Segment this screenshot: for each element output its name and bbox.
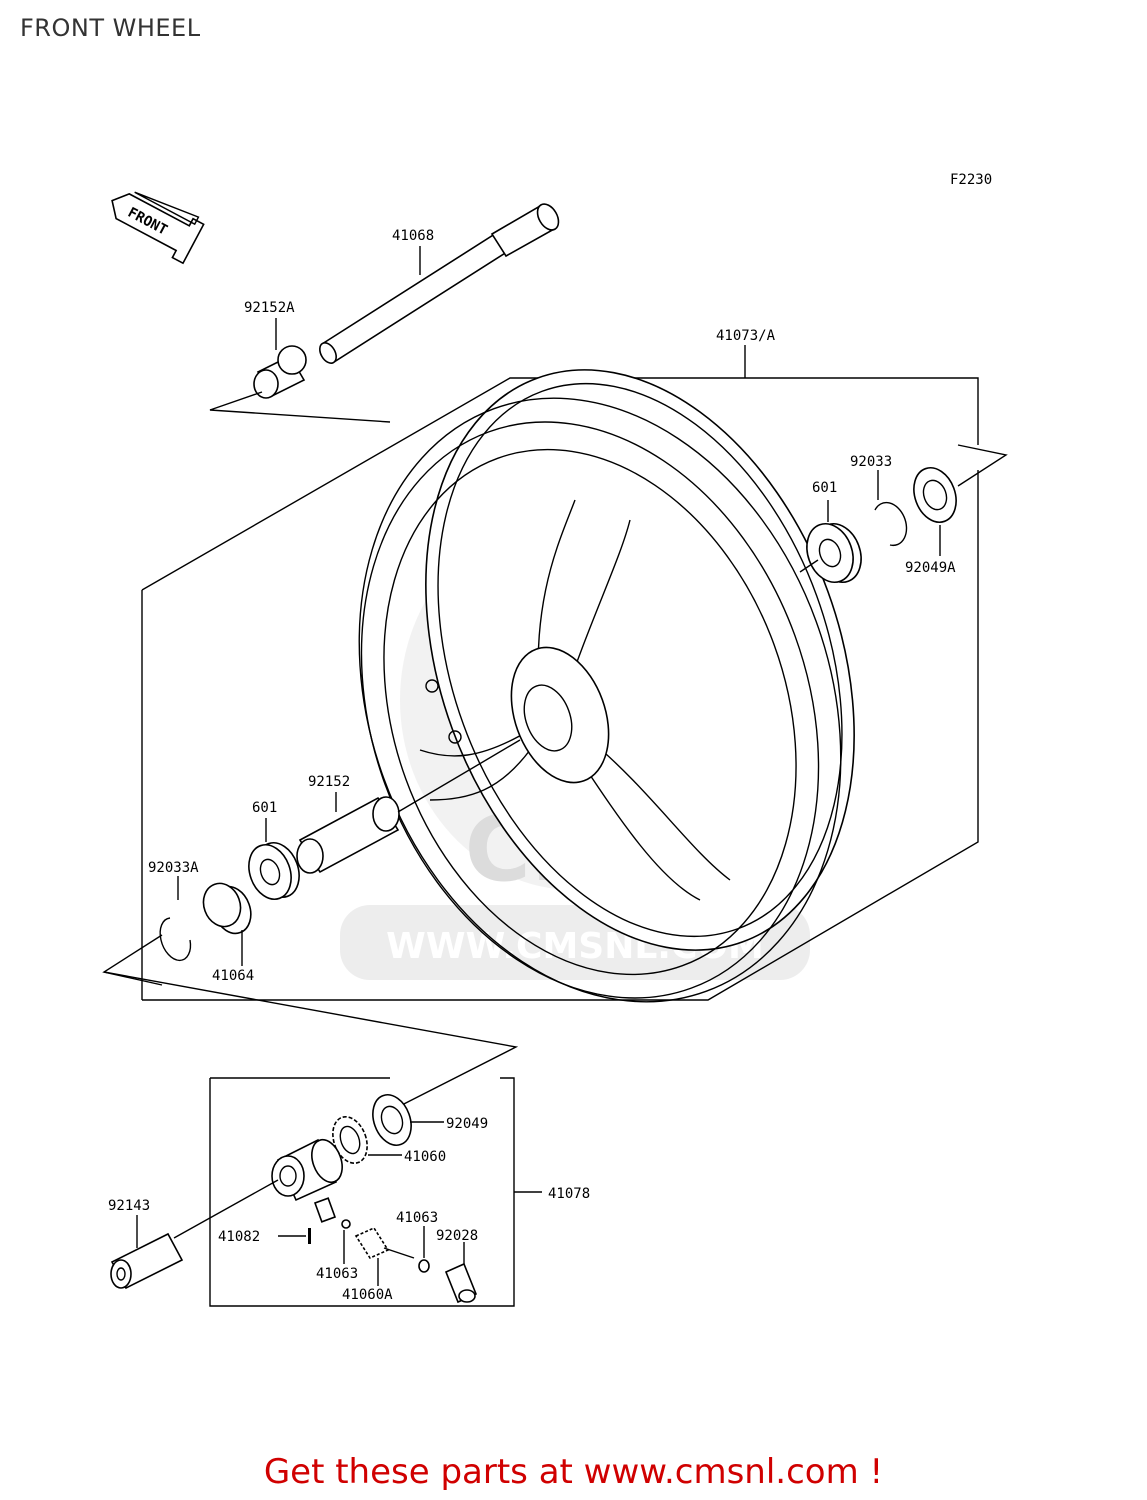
front-arrow-icon: FRONT [111, 191, 205, 265]
washer-bottom [341, 1219, 351, 1264]
label-wheel: 41073/A [716, 328, 776, 344]
label-oil-seal-right: 92049A [905, 560, 956, 576]
label-gear-housing: 41078 [548, 1186, 590, 1202]
footer-link[interactable]: Get these parts at www.cmsnl.com ! [263, 1452, 884, 1492]
circlip-left [159, 876, 192, 962]
label-bearing-left: 601 [252, 800, 277, 816]
gear-drive [332, 1115, 402, 1165]
label-coupling: 41064 [212, 968, 254, 984]
collar-center [296, 739, 521, 874]
label-collar-center: 92152 [308, 774, 350, 790]
label-collar-gearbox: 92143 [108, 1198, 150, 1214]
label-axle: 41068 [392, 228, 434, 244]
circlip-right [874, 470, 908, 547]
parts-diagram: CMS WWW.CMSNL.COM F2230 FRONT 41068 9215… [102, 172, 1008, 1307]
collar-left [253, 318, 307, 399]
bearing-right [806, 500, 862, 583]
figure-code: F2230 [950, 172, 992, 188]
gear-housing [271, 1138, 343, 1223]
label-oring: 92028 [436, 1228, 478, 1244]
oring [444, 1242, 478, 1304]
oil-seal-gear [372, 1094, 444, 1146]
collar-gearbox [110, 1179, 279, 1290]
page-title: FRONT WHEEL [20, 14, 201, 42]
bearing-left [248, 818, 300, 900]
label-pinion-gear: 41060A [342, 1287, 393, 1303]
label-washer-bottom: 41063 [316, 1266, 358, 1282]
label-circlip-right: 92033 [850, 454, 892, 470]
washer-top [418, 1226, 430, 1273]
oil-seal-right [913, 467, 957, 556]
label-gear-drive: 41060 [404, 1149, 446, 1165]
wheel [358, 369, 855, 1003]
label-washer-top: 41063 [396, 1210, 438, 1226]
coupling [202, 882, 252, 966]
label-circlip-left: 92033A [148, 860, 199, 876]
label-collar-left: 92152A [244, 300, 295, 316]
label-bearing-right: 601 [812, 480, 837, 496]
pin [278, 1228, 311, 1244]
axle [319, 203, 560, 364]
pinion-gear [354, 1226, 415, 1286]
label-oil-seal-gear: 92049 [446, 1116, 488, 1132]
label-pin: 41082 [218, 1229, 260, 1245]
